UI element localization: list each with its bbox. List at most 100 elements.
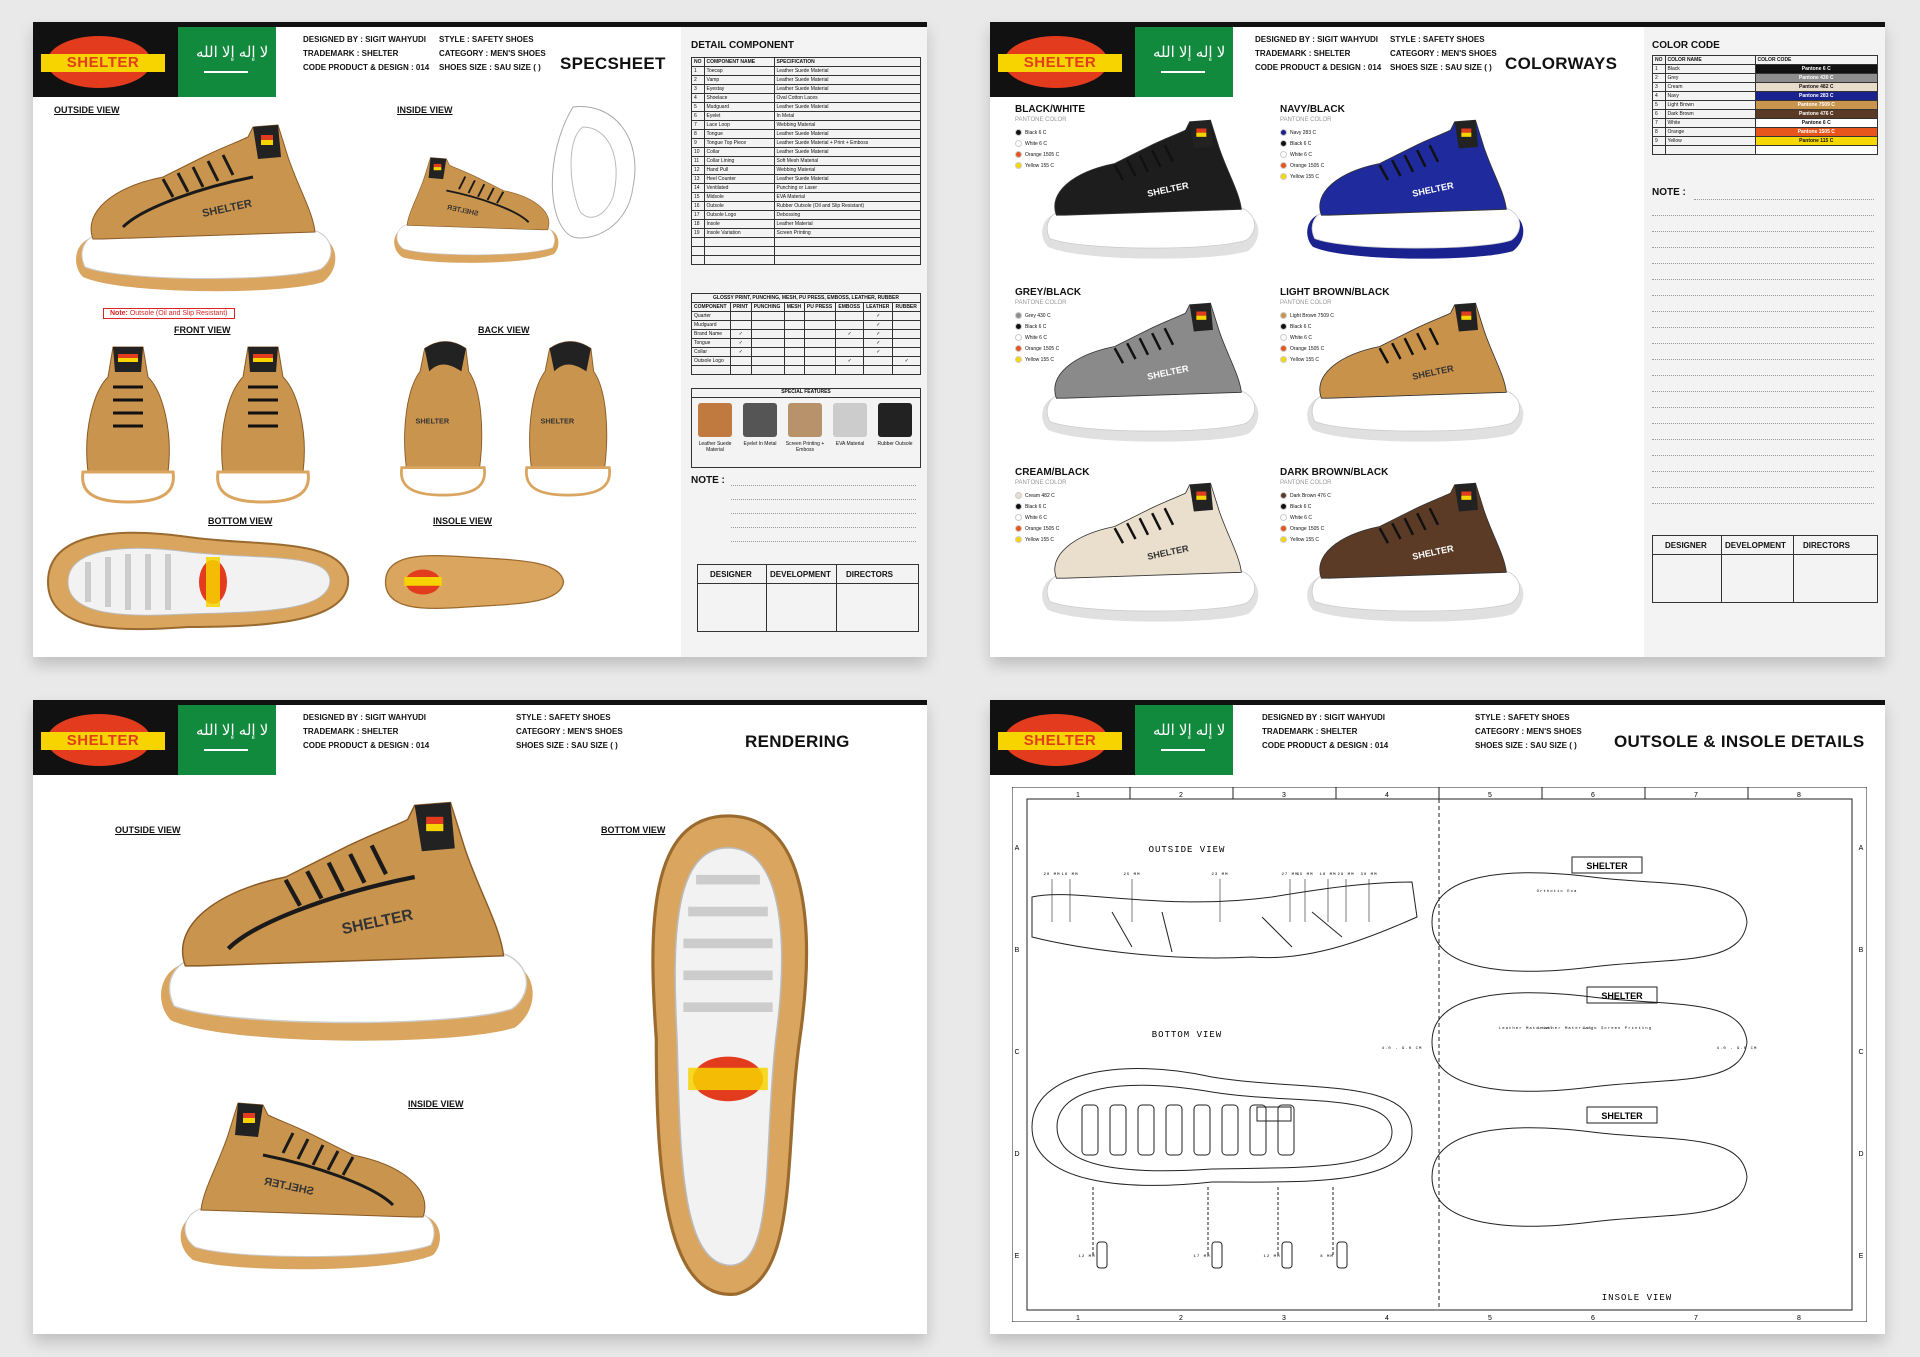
table-cell [783,347,805,357]
table-cell: Rubber Outsole (Oil and Slip Resistant) [773,201,921,211]
table-cell: Eyelet [703,111,775,121]
table-cell: ✓ [835,329,865,339]
header: SHELTER لا إله إلا الله DESIGNED BY : SI… [33,705,927,775]
table-cell: Leather Suede Material [773,75,921,85]
table-cell: ✓ [892,356,921,366]
spec-front-shoe-1 [81,345,175,504]
colorway-name: GREY/BLACK [1015,287,1082,298]
table-cell: 5 [691,102,705,112]
page-title: OUTSOLE & INSOLE DETAILS [1614,732,1865,751]
drawing-label: 12 MM [1078,1255,1095,1259]
pantone-swatch: Grey 430 C [1015,312,1051,319]
feature-label: Rubber Outsole [877,441,913,447]
designer-cell: DESIGNER [710,570,752,579]
render-outside-label: OUTSIDE VIEW [115,825,181,835]
table-cell: ✓ [729,338,752,348]
pantone-swatch: Black 6 C [1015,129,1046,136]
table-cell: Leather Suede Material [773,66,921,76]
table-cell [729,320,752,330]
pantone-swatch: Black 6 C [1280,503,1311,510]
table-cell: Tongue [691,338,731,348]
table-row: Brand Name✓✓✓ [691,329,921,339]
outside-view-label: OUTSIDE VIEW [54,105,120,115]
table-cell [750,320,785,330]
table-cell: Eyestay [703,84,775,94]
table-cell: Collar [703,147,775,157]
back-view-label: BACK VIEW [478,325,530,335]
table-cell [691,237,705,247]
table-cell: Leather Suede Material [773,174,921,184]
table-row [691,237,921,247]
table-cell: Tongue [703,129,775,139]
table-cell [703,255,775,265]
table-cell: Leather Suede Material [773,129,921,139]
spec-outside-shoe [74,123,337,293]
pantone-label: PANTONE COLOR [1015,480,1067,486]
saudi-flag-icon: لا إله إلا الله [178,705,276,775]
table-cell: 11 [691,156,705,166]
drawing-label: 30 MM [1360,873,1377,877]
pantone-swatch: Yellow 155 C [1015,356,1054,363]
table-cell [892,347,921,357]
table-cell: 12 [691,165,705,175]
svg-text:2: 2 [1179,792,1183,799]
feature-label: Eyelet In Metal [743,441,777,447]
feature-label: EVA Material [835,441,865,447]
colorway-shoe: SHELTER [1307,119,1524,259]
detail-header: COMPONENT NAME [703,57,775,67]
process-header: COMPONENT [691,302,731,312]
table-cell [803,347,837,357]
spec-back-shoe-2 [524,340,612,497]
drawing-label: 12 MM [1263,1255,1280,1259]
table-cell [783,356,805,366]
svg-text:3: 3 [1282,792,1286,799]
top-rule [33,22,927,27]
table-cell: Collar Lining [703,156,775,166]
pantone-swatch: Orange 1505 C [1280,525,1324,532]
table-cell [803,320,837,330]
table-cell: Screen Printing [773,228,921,238]
table-cell [750,311,785,321]
table-cell: Tongue Top Piece [703,138,775,148]
drawing-label: 16 MM [1061,873,1078,877]
drawing-label: BOTTOM VIEW [1152,1030,1222,1040]
pantone-label: PANTONE COLOR [1015,300,1067,306]
table-cell [803,356,837,366]
svg-text:3: 3 [1282,1315,1286,1322]
note-label: NOTE : [691,475,725,486]
table-cell: 13 [691,174,705,184]
table-cell: Brand Name [691,329,731,339]
note-label: NOTE : [1652,187,1686,198]
pantone-swatch: White 6 C [1015,334,1047,341]
table-cell: Oval Cotton Laces [773,93,921,103]
svg-text:8: 8 [1797,1315,1801,1322]
process-table: GLOSSY PRINT, PUNCHING, MESH, PU PRESS, … [691,293,921,375]
table-cell: 10 [691,147,705,157]
process-header: PU PRESS [803,302,837,312]
colorway-name: BLACK/WHITE [1015,104,1085,115]
feature-swatch [878,403,912,437]
drawing-label: 25 MM [1123,873,1140,877]
table-cell [750,338,785,348]
svg-text:7: 7 [1694,1315,1698,1322]
table-row [1652,145,1878,155]
page-title: SPECSHEET [560,54,666,73]
svg-text:5: 5 [1488,792,1492,799]
table-cell [803,338,837,348]
colorway-shoe: SHELTER [1042,119,1259,259]
drawing-label: 4.0 - 9.0 CM [1382,1047,1423,1051]
table-cell [703,246,775,256]
pantone-swatch: Orange 1505 C [1015,151,1059,158]
svg-text:2: 2 [1179,1315,1183,1322]
drawing-label: Logo Screen Printing [1584,1026,1652,1031]
